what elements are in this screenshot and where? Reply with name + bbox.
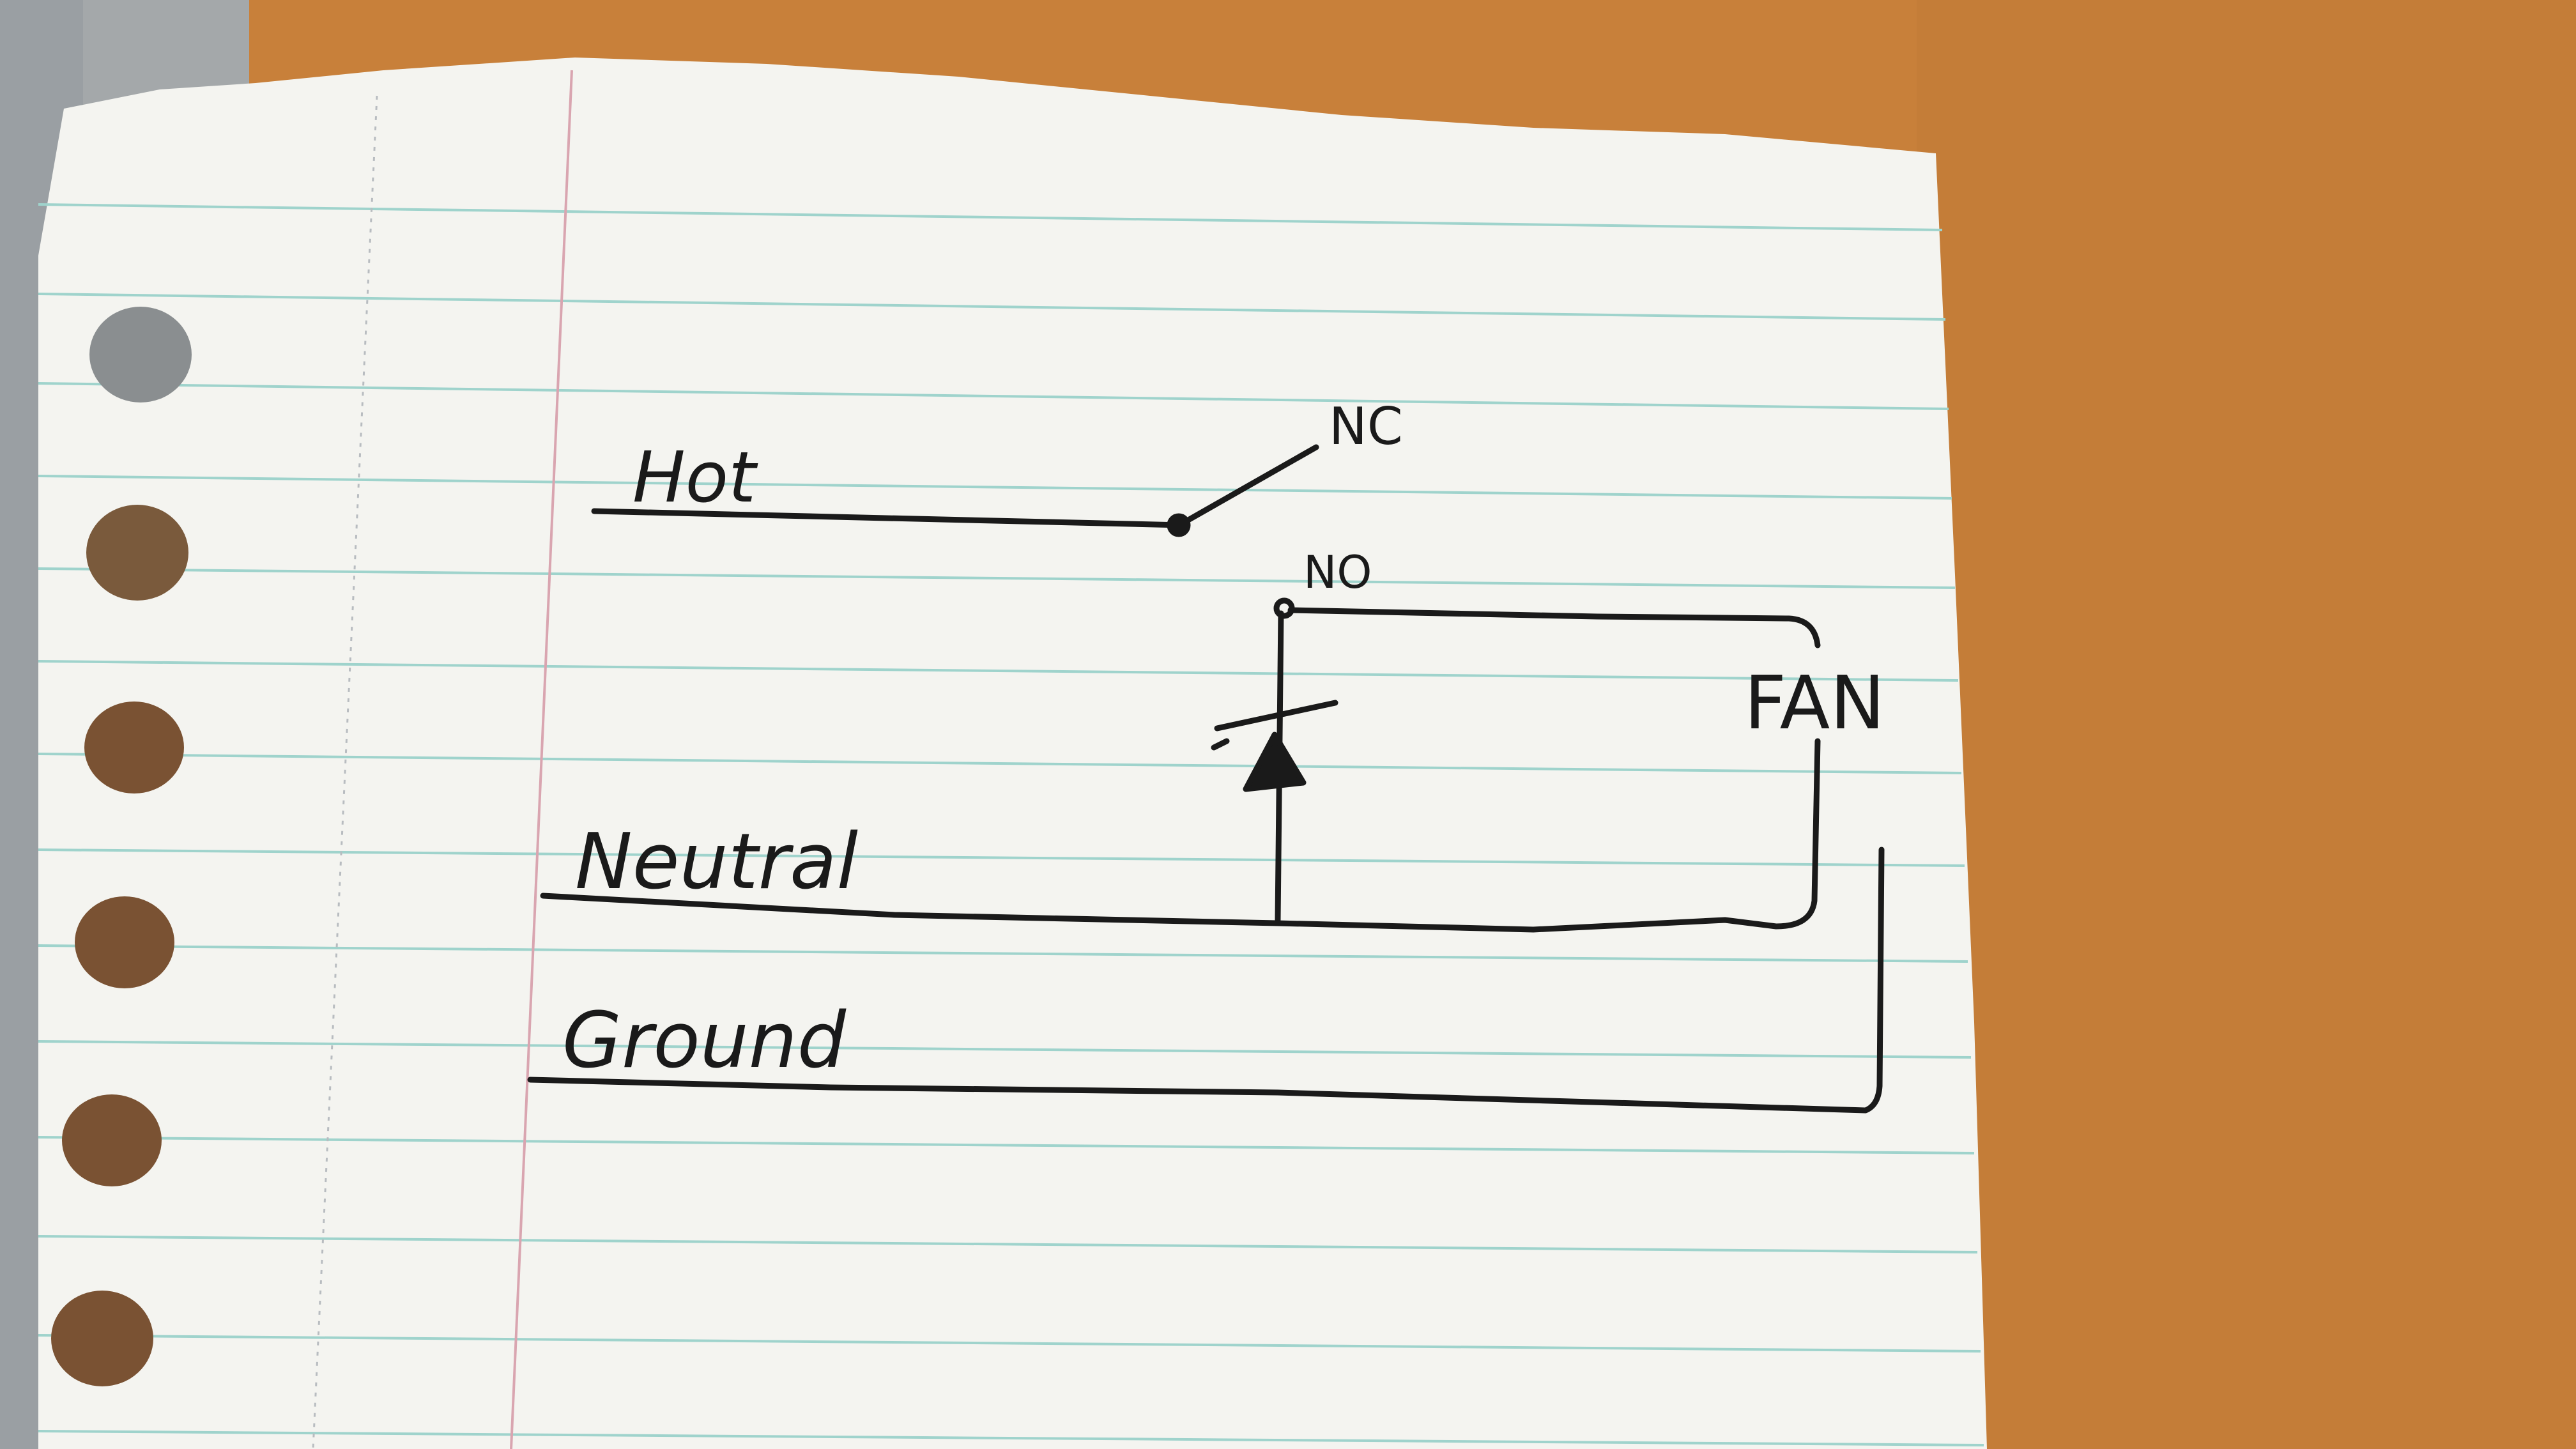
- binder-holes: [51, 307, 192, 1386]
- wiring-diagram: [527, 444, 1885, 1114]
- ground-wire: [527, 847, 1885, 1114]
- margin-line-red: [510, 70, 573, 1449]
- binder-hole: [84, 702, 184, 793]
- notebook-paper: [38, 57, 1987, 1449]
- binder-hole: [89, 307, 192, 402]
- switch-arm: [1184, 444, 1319, 524]
- diode-triangle: [1243, 732, 1307, 792]
- label-hot: Hot: [632, 436, 758, 518]
- margin-line-dotted: [312, 95, 378, 1449]
- binder-hole: [86, 505, 188, 601]
- no-to-fan-wire: [1287, 607, 1821, 648]
- binder-hole: [51, 1291, 153, 1386]
- label-no: NO: [1303, 546, 1372, 599]
- switch-common-terminal: [1167, 513, 1191, 537]
- neutral-wire: [540, 738, 1821, 933]
- binder-hole: [62, 1094, 162, 1186]
- hot-wire: [591, 508, 1185, 528]
- binder-hole: [75, 896, 174, 988]
- ruled-lines: [38, 203, 1984, 1446]
- diode-tick: [1211, 738, 1230, 751]
- label-nc: NC: [1329, 397, 1403, 456]
- label-fan: FAN: [1744, 661, 1885, 746]
- diode-bar: [1214, 700, 1338, 732]
- label-neutral: Neutral: [575, 818, 858, 907]
- label-ground: Ground: [562, 997, 847, 1085]
- desk-shade: [1917, 0, 2576, 1449]
